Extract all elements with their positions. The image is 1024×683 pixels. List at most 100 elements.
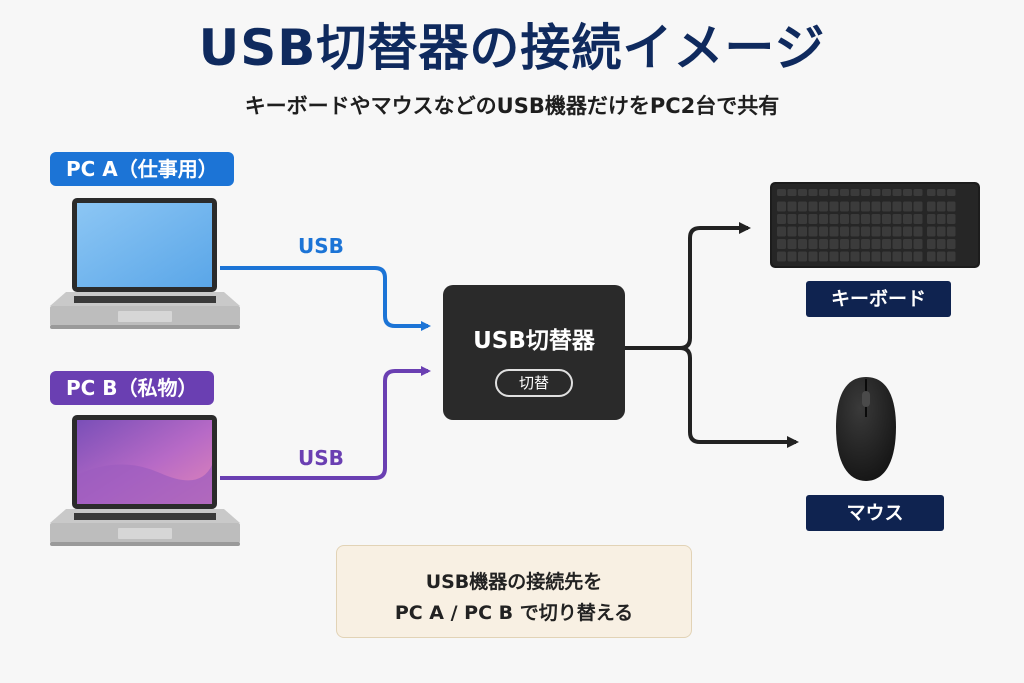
- keyboard-key: [829, 239, 839, 249]
- line-to-mouse: [679, 346, 799, 448]
- keyboard-key: [840, 239, 849, 249]
- keyboard-key: [798, 239, 807, 249]
- keyboard-key: [798, 201, 807, 212]
- keyboard-key: [913, 201, 923, 212]
- note-box: USB機器の接続先を PC A / PC B で切り替える: [336, 545, 692, 638]
- keyboard-key: [871, 201, 881, 212]
- keyboard-key: [850, 251, 860, 262]
- keyboard-key: [829, 201, 839, 212]
- keyboard-key: [840, 189, 849, 196]
- keyboard-key: [892, 201, 902, 212]
- keyboard-key: [892, 214, 902, 224]
- usb-switch-title: USB切替器: [473, 328, 595, 354]
- keyboard-key: [777, 201, 786, 212]
- keyboard-key: [808, 201, 818, 212]
- keyboard-key: [861, 226, 870, 237]
- keyboard-key: [829, 251, 839, 262]
- keyboard-key: [903, 226, 912, 237]
- keyboard-key: [947, 251, 956, 262]
- keyboard-key: [927, 189, 936, 196]
- keyboard-key: [947, 201, 956, 212]
- keyboard-key: [913, 251, 923, 262]
- keyboard-key: [913, 239, 923, 249]
- keyboard-key: [850, 189, 860, 196]
- keyboard-key: [798, 189, 807, 196]
- keyboard-key: [840, 226, 849, 237]
- keyboard-key: [808, 239, 818, 249]
- keyboard-key: [808, 226, 818, 237]
- keyboard-key: [903, 214, 912, 224]
- keyboard-key: [787, 226, 797, 237]
- keyboard-key: [927, 226, 936, 237]
- keyboard-key: [882, 251, 891, 262]
- keyboard-key: [882, 226, 891, 237]
- keyboard-key: [819, 251, 828, 262]
- keyboard-key: [861, 189, 870, 196]
- keyboard-key: [808, 214, 818, 224]
- keyboard-key: [787, 189, 797, 196]
- keyboard-key: [903, 189, 912, 196]
- keyboard-key: [819, 226, 828, 237]
- keyboard-key: [871, 189, 881, 196]
- usb-switch-box: USB切替器 切替: [443, 285, 625, 420]
- keyboard-key: [777, 214, 786, 224]
- keyboard-key: [819, 189, 828, 196]
- mouse-label: マウス: [806, 495, 944, 531]
- keyboard-key: [892, 251, 902, 262]
- keyboard-key: [798, 226, 807, 237]
- keyboard-key: [861, 239, 870, 249]
- keyboard-key: [882, 201, 891, 212]
- keyboard-key: [787, 201, 797, 212]
- keyboard-key: [903, 251, 912, 262]
- keyboard-key: [913, 189, 923, 196]
- page-title: USB切替器の接続イメージ: [198, 19, 826, 77]
- keyboard-key: [840, 251, 849, 262]
- keyboard-key: [937, 251, 946, 262]
- keyboard-key: [927, 201, 936, 212]
- keyboard-key: [819, 239, 828, 249]
- keyboard-key: [903, 239, 912, 249]
- keyboard-key: [937, 214, 946, 224]
- keyboard-key: [937, 226, 946, 237]
- mouse-icon: [836, 377, 896, 481]
- keyboard-key: [808, 189, 818, 196]
- keyboard-key: [871, 251, 881, 262]
- keyboard-key: [892, 239, 902, 249]
- keyboard-key: [777, 189, 786, 196]
- note-line-1: USB機器の接続先を: [425, 571, 603, 593]
- keyboard-key: [829, 214, 839, 224]
- keyboard-key: [927, 239, 936, 249]
- usb-label-pc-a: USB: [298, 234, 344, 258]
- usb-line-pc-a: [220, 266, 431, 331]
- keyboard-key: [892, 189, 902, 196]
- laptop-a-icon: [50, 198, 240, 329]
- keyboard-key: [829, 226, 839, 237]
- keyboard-key: [787, 251, 797, 262]
- pc-b-label: PC B（私物）: [50, 371, 214, 405]
- keyboard-key: [798, 214, 807, 224]
- keyboard-key: [787, 214, 797, 224]
- keyboard-key: [947, 214, 956, 224]
- keyboard-key: [913, 214, 923, 224]
- keyboard-key: [947, 239, 956, 249]
- keyboard-key: [861, 201, 870, 212]
- keyboard-key: [840, 214, 849, 224]
- switch-button[interactable]: 切替: [495, 369, 573, 397]
- keyboard-key: [927, 251, 936, 262]
- keyboard-key: [840, 201, 849, 212]
- keyboard-key: [937, 201, 946, 212]
- note-line-2: PC A / PC B で切り替える: [394, 602, 634, 624]
- keyboard-key: [850, 239, 860, 249]
- keyboard-key: [777, 251, 786, 262]
- keyboard-icon: [770, 182, 980, 268]
- keyboard-key: [937, 239, 946, 249]
- keyboard-key: [871, 239, 881, 249]
- keyboard-key: [892, 226, 902, 237]
- keyboard-key: [882, 189, 891, 196]
- keyboard-key: [850, 201, 860, 212]
- keyboard-key: [947, 226, 956, 237]
- keyboard-key: [808, 251, 818, 262]
- page-subtitle: キーボードやマウスなどのUSB機器だけをPC2台で共有: [244, 94, 780, 118]
- pc-a-label: PC A（仕事用）: [50, 152, 234, 186]
